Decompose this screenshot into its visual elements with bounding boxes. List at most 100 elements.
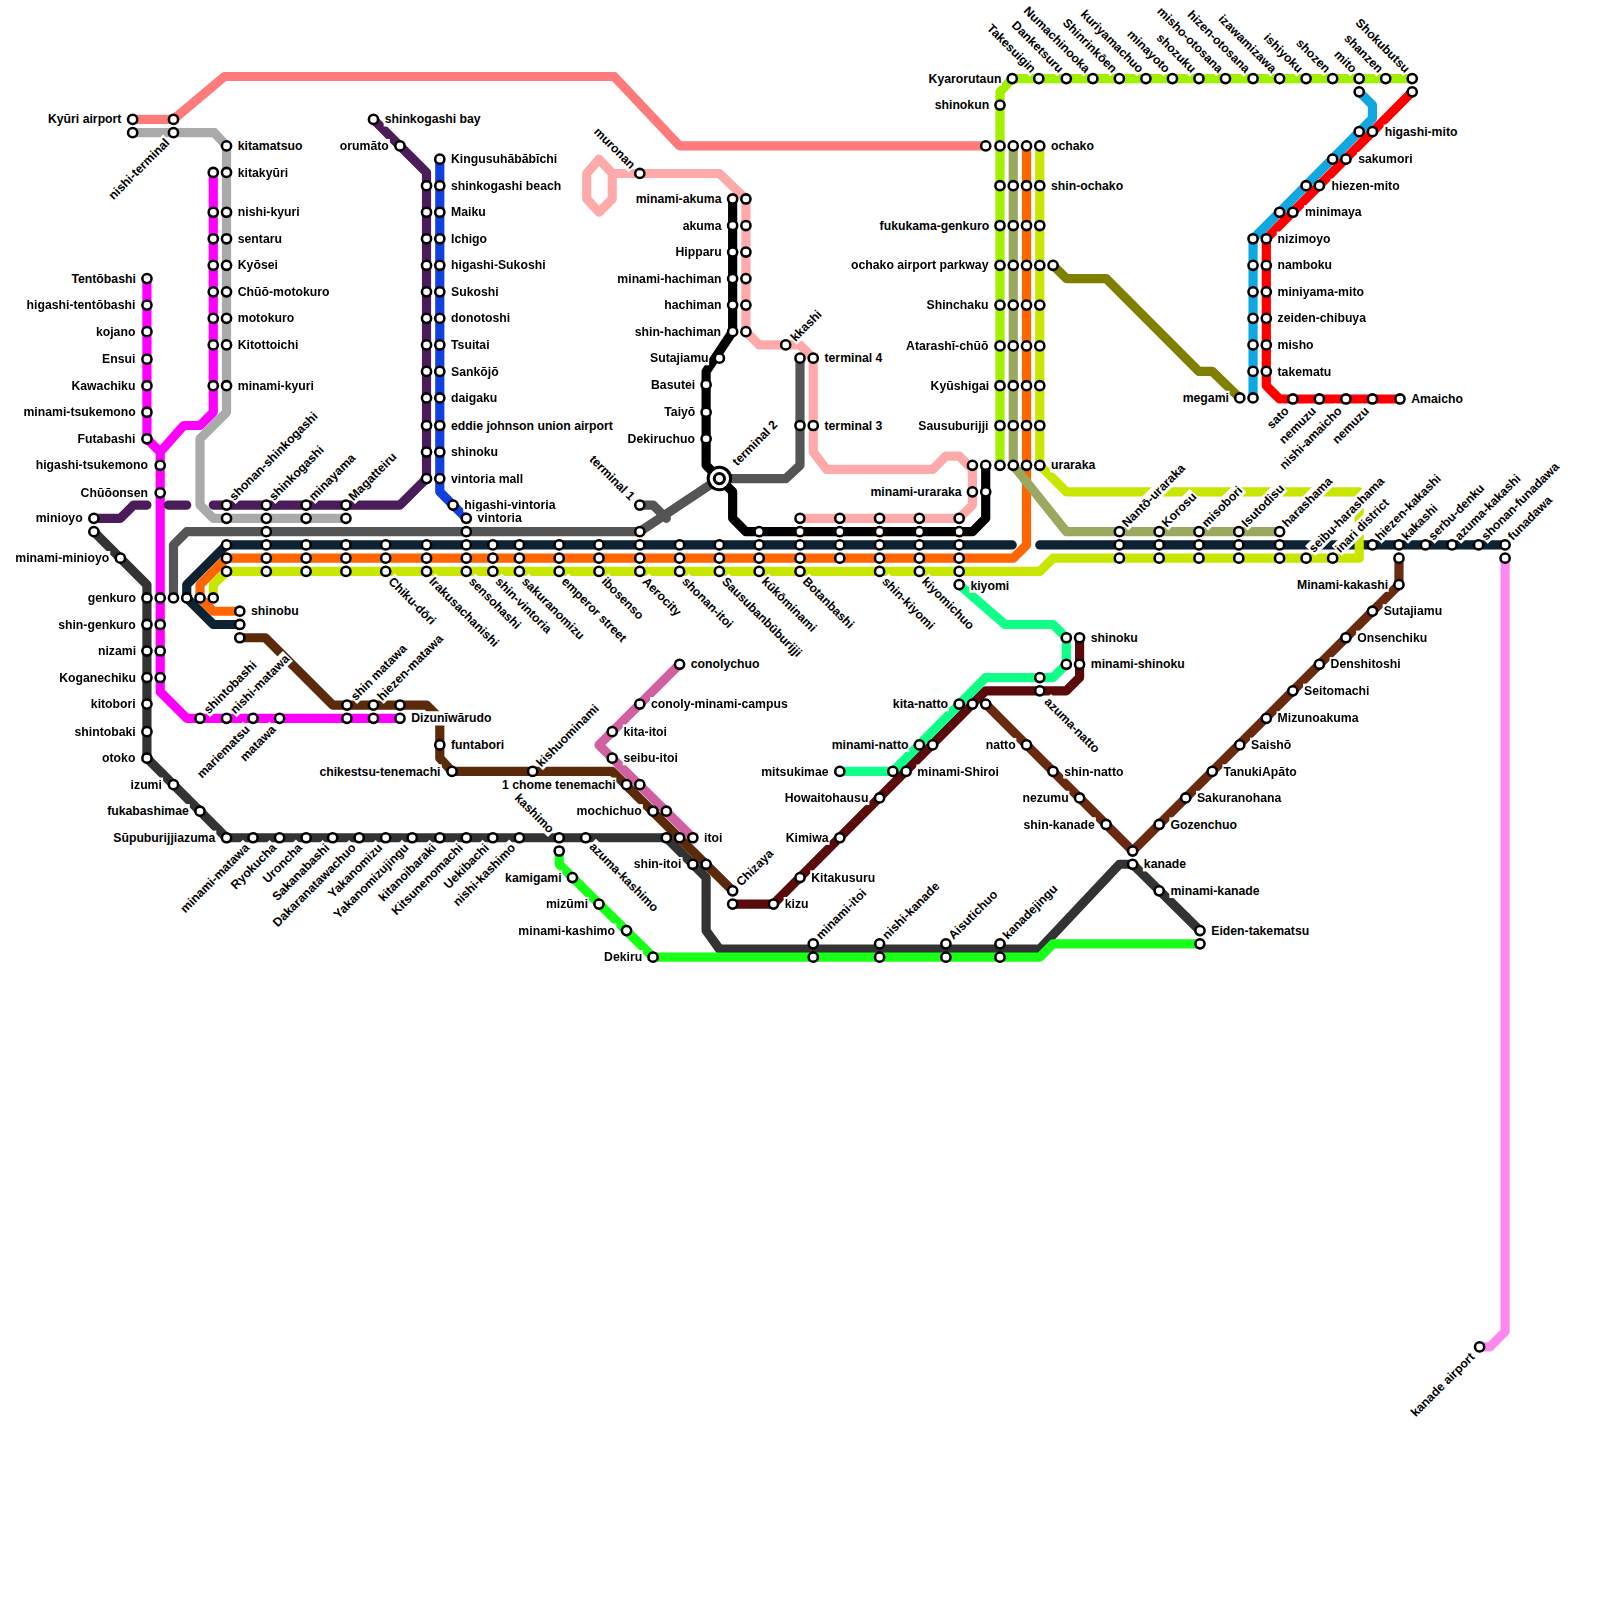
- station-dot: [1421, 540, 1430, 549]
- station-dot: [1262, 367, 1271, 376]
- station-dot: [555, 540, 564, 549]
- station-label: orumāto: [339, 139, 390, 153]
- station-dot: [169, 593, 178, 602]
- station-label: Chūōonsen: [80, 486, 149, 500]
- station-dot: [435, 314, 444, 323]
- station-label: TanukiApāto: [1222, 764, 1297, 778]
- station-dot: [1075, 660, 1084, 669]
- station-dot: [1035, 381, 1044, 390]
- route-line: [200, 146, 1027, 611]
- station-dot: [262, 501, 271, 510]
- station-dot: [1262, 234, 1271, 243]
- station-dot: [342, 701, 351, 710]
- route-line: [160, 172, 400, 718]
- station-dot: [635, 699, 644, 708]
- station-dot: [1262, 714, 1271, 723]
- station-label: Tentōbashi: [70, 271, 136, 285]
- station-dot: [555, 554, 564, 563]
- station-dot: [341, 514, 350, 523]
- station-dot: [222, 554, 231, 563]
- station-label: minami-kyuri: [237, 379, 315, 393]
- station-dot: [755, 567, 764, 576]
- station-dot: [594, 567, 603, 576]
- station-dot: [755, 554, 764, 563]
- station-dot: [275, 833, 284, 842]
- station-label: motokuro: [237, 311, 296, 325]
- station-dot: [116, 554, 125, 563]
- station-label: Mizunoakuma: [1277, 711, 1360, 725]
- station-dot: [435, 740, 444, 749]
- station-dot: [769, 899, 778, 908]
- station-dot: [515, 567, 524, 576]
- station-dot: [955, 540, 964, 549]
- station-label: Sūpuburijjiazuma: [112, 831, 216, 845]
- station-dot: [995, 341, 1004, 350]
- station-label: chikestsu-tenemachi: [318, 764, 441, 778]
- station-label: minami-uraraka: [869, 485, 962, 499]
- station-label: kanade airport: [1407, 1349, 1478, 1420]
- station-dot: [302, 501, 311, 510]
- station-label: minimaya: [1304, 205, 1363, 219]
- station-label: shin-natto: [1063, 764, 1124, 778]
- station-dot: [728, 886, 737, 895]
- station-dot: [888, 767, 897, 776]
- station-label: itoi: [703, 831, 723, 845]
- station-label: Kitakusuru: [810, 870, 876, 884]
- station-label: sakumori: [1357, 152, 1413, 166]
- station-dot: [156, 673, 165, 682]
- station-dot: [1248, 287, 1257, 296]
- station-label: kanadejingu: [999, 881, 1061, 943]
- station-dot: [594, 554, 603, 563]
- station-label: hiezen-mito: [1331, 179, 1401, 193]
- station-label: nishi-kanade: [879, 878, 943, 942]
- station-dot: [528, 767, 537, 776]
- station-dot: [1035, 421, 1044, 430]
- station-dot: [169, 780, 178, 789]
- station-label: Kingusuhābābīchi: [450, 152, 558, 166]
- station-dot: [1368, 394, 1377, 403]
- station-dot: [341, 501, 350, 510]
- station-dot: [809, 354, 818, 363]
- station-dot: [209, 287, 218, 296]
- station-dot: [902, 767, 911, 776]
- station-label: Ichigo: [450, 232, 488, 246]
- station-dot: [195, 807, 204, 816]
- route-line: [213, 119, 426, 505]
- station-dot: [209, 593, 218, 602]
- station-dot: [435, 155, 444, 164]
- station-dot: [169, 115, 178, 124]
- station-dot: [1128, 860, 1137, 869]
- station-label: terminal 4: [823, 351, 883, 365]
- station-dot: [435, 340, 444, 349]
- station-dot: [1262, 340, 1271, 349]
- station-dot: [302, 554, 311, 563]
- station-label: takematu: [1277, 364, 1333, 378]
- station-dot: [1315, 660, 1324, 669]
- station-dot: [262, 527, 271, 536]
- station-label: minami-shinoku: [1090, 657, 1186, 671]
- station-dot: [955, 554, 964, 563]
- station-label: nizami: [97, 644, 137, 658]
- station-dot: [222, 501, 231, 510]
- station-label: Tsuitai: [450, 338, 491, 352]
- station-label: terminal 1: [586, 452, 638, 504]
- station-label: kkashi: [787, 306, 826, 345]
- station-dot: [488, 567, 497, 576]
- station-dot: [795, 567, 804, 576]
- station-dot: [1115, 74, 1124, 83]
- station-dot: [728, 327, 737, 336]
- station-dot: [369, 701, 378, 710]
- station-dot: [1009, 261, 1018, 270]
- station-dot: [981, 461, 990, 470]
- station-dot: [1248, 234, 1257, 243]
- station-dot: [875, 514, 884, 523]
- station-dot: [1475, 1342, 1484, 1351]
- station-dot: [222, 381, 231, 390]
- station-dot: [209, 234, 218, 243]
- station-dot: [142, 274, 151, 283]
- station-dot: [795, 514, 804, 523]
- station-dot: [142, 620, 151, 629]
- station-dot: [915, 514, 924, 523]
- station-dot: [1288, 394, 1297, 403]
- station-dot: [1262, 261, 1271, 270]
